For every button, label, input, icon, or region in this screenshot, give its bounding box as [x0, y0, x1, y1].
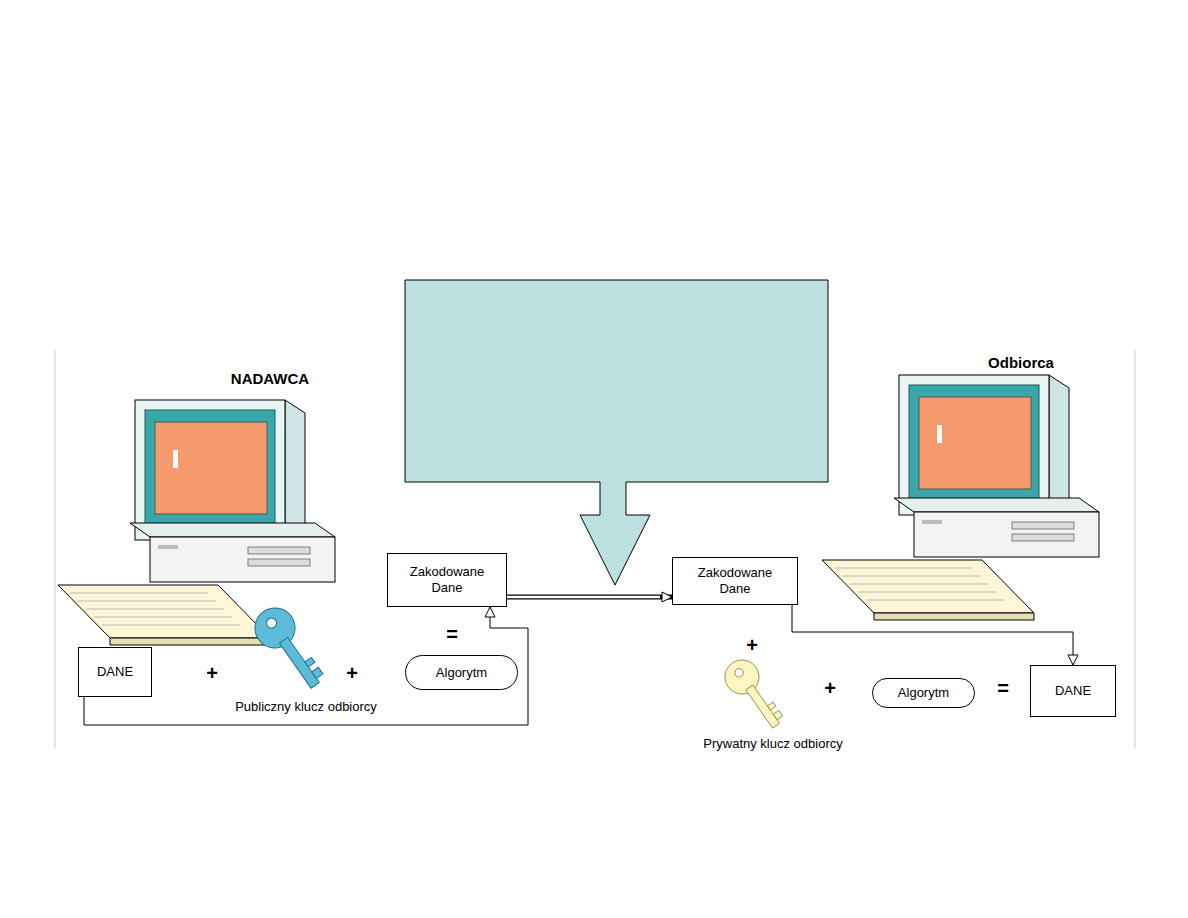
key-caption: Publiczny klucz odbiorcy [235, 699, 377, 714]
node-text: DANE [97, 664, 133, 680]
node-text: DANE [1055, 683, 1091, 699]
private-key-icon [718, 653, 790, 735]
algorithm-oval: Algorytm [405, 655, 518, 690]
operator-sign: + [346, 662, 358, 685]
node-text: Zakodowane Dane [407, 564, 487, 595]
node-text: Algorytm [436, 665, 487, 681]
key-caption: Prywatny klucz odbiorcy [703, 736, 842, 751]
connector-inner [507, 596, 660, 599]
operator-sign: + [824, 677, 836, 700]
data-box: Zakodowane Dane [387, 553, 507, 607]
connector-arrow [507, 595, 672, 600]
algorithm-oval: Algorytm [872, 678, 975, 708]
receiver-computer [822, 375, 1099, 620]
operator-sign: + [746, 634, 758, 657]
operator-sign: = [446, 623, 458, 646]
callout-arrow-box [405, 280, 828, 585]
node-text: Algorytm [898, 685, 949, 701]
operator-sign: + [206, 662, 218, 685]
computer-label: NADAWCA [231, 370, 309, 387]
operator-sign: = [997, 677, 1009, 700]
connector-arrow [792, 605, 1073, 665]
public-key-icon [247, 600, 331, 697]
node-text: Zakodowane Dane [695, 565, 775, 596]
computer-label: Odbiorca [988, 354, 1054, 371]
sender-computer [58, 400, 335, 645]
data-box: Zakodowane Dane [672, 557, 798, 605]
data-box: DANE [78, 647, 152, 697]
data-box: DANE [1030, 665, 1116, 717]
